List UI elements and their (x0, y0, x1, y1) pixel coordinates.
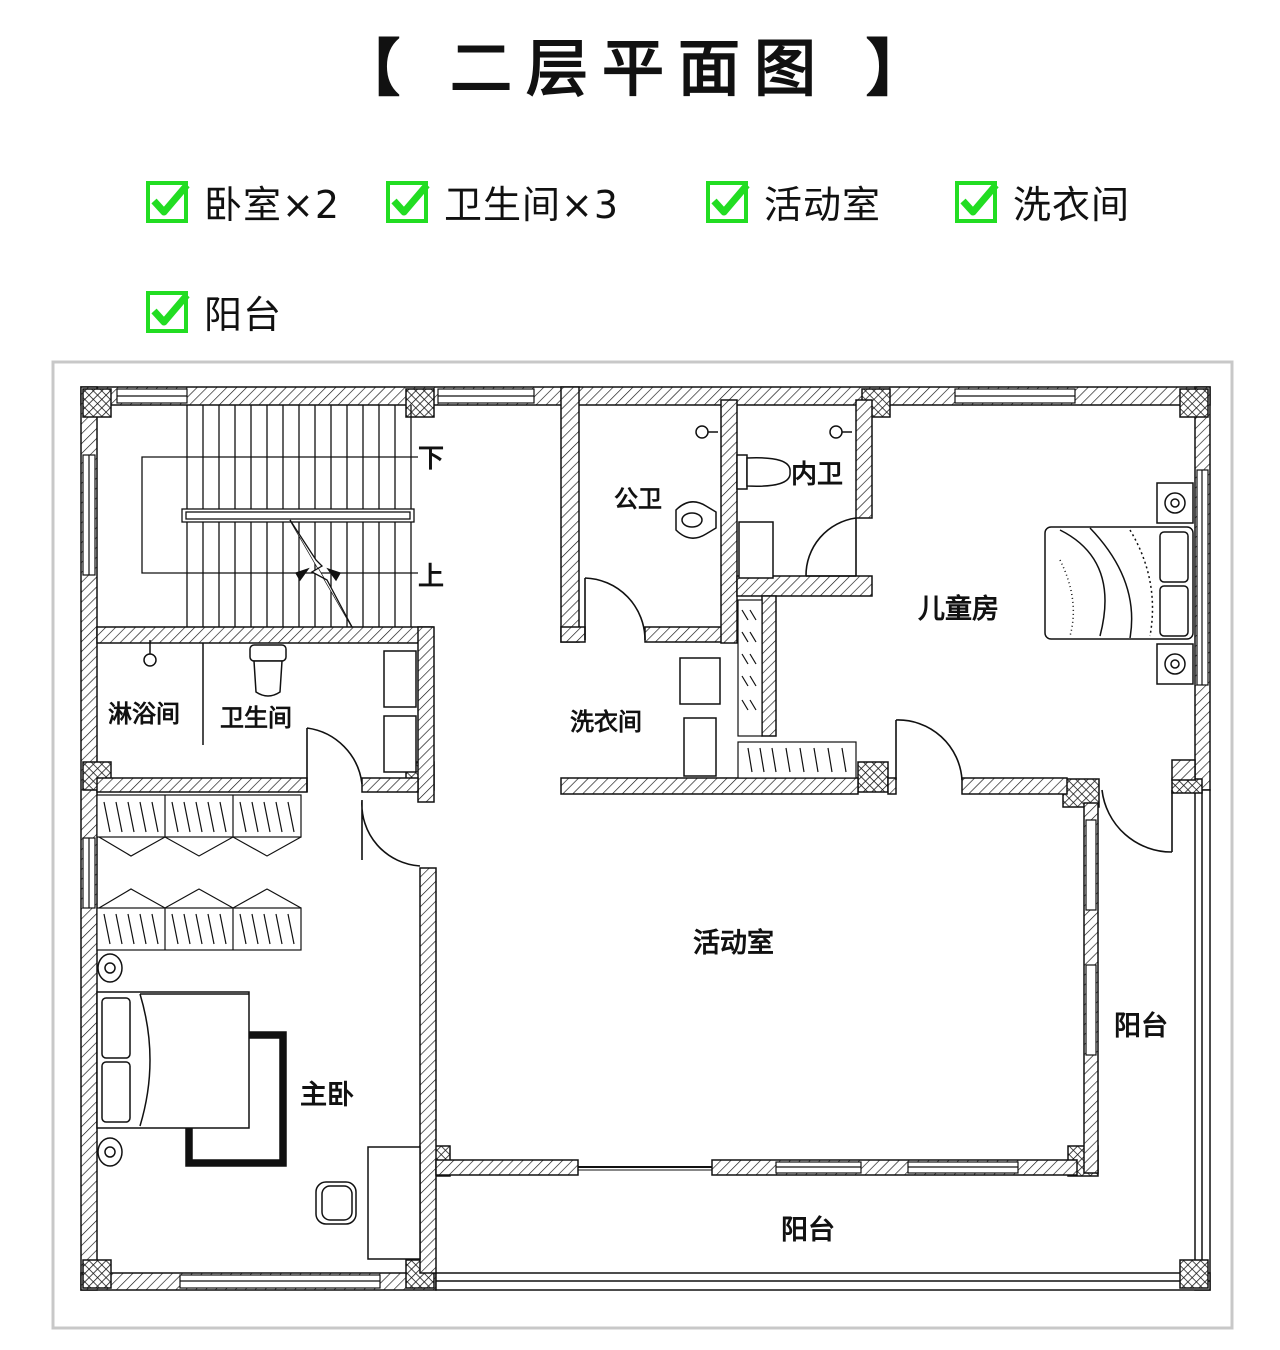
toilet (746, 457, 791, 487)
room-label-bathroom: 卫生间 (220, 704, 292, 732)
feature-label: 洗衣间 (1013, 182, 1131, 227)
checkmark-icon (146, 181, 190, 223)
windows (82, 388, 1209, 1289)
checkmark-icon (146, 291, 190, 333)
room-label-public-bath: 公卫 (614, 485, 662, 513)
sink-cabinet (738, 521, 774, 579)
room-label-balcony-east: 阳台 (1114, 1010, 1168, 1042)
feature-activity-room: 活动室 (706, 177, 881, 227)
staircase (141, 405, 418, 628)
bathroom-fixtures (143, 640, 417, 773)
room-label-shower: 淋浴间 (108, 700, 180, 728)
interior-windows (578, 819, 1097, 1174)
doors (306, 517, 1173, 867)
checkmark-icon (706, 181, 750, 223)
feature-label: 阳台 (204, 292, 283, 337)
exterior-walls (80, 386, 1211, 1291)
plan-frame (51, 360, 1234, 1330)
washing-machine (679, 657, 721, 705)
children-bed (1044, 482, 1194, 685)
feature-bedrooms: 卧室×2 (146, 177, 340, 227)
nightstand (1156, 643, 1194, 685)
cabinet (683, 717, 717, 777)
toilet-bowl (253, 660, 283, 697)
feature-balcony: 阳台 (146, 287, 282, 337)
toilet-tank (249, 644, 287, 662)
master-bed-furniture (96, 953, 421, 1260)
checkmark-icon (955, 181, 999, 223)
room-label-balcony-south: 阳台 (781, 1214, 835, 1246)
desk (367, 1146, 421, 1260)
feature-label: 活动室 (764, 182, 882, 227)
feature-bathrooms: 卫生间×3 (386, 177, 619, 227)
room-label-inner-bath: 内卫 (791, 460, 843, 490)
bed (1044, 526, 1194, 640)
checkmark-icon (386, 181, 430, 223)
cabinet (383, 650, 417, 708)
cabinet (383, 715, 417, 773)
stair-up-label: 上 (418, 562, 444, 592)
room-label-laundry: 洗衣间 (570, 708, 642, 736)
room-label-children-room: 儿童房 (918, 593, 999, 625)
page-title: 【 二层平面图 】 (338, 32, 942, 105)
feature-label: 卧室×2 (204, 182, 341, 227)
room-label-master-bedroom: 主卧 (300, 1080, 354, 1111)
wardrobes (96, 599, 857, 951)
feature-laundry: 洗衣间 (955, 177, 1130, 227)
stair-down-label: 下 (418, 444, 444, 474)
room-label-activity-room: 活动室 (693, 927, 774, 959)
feature-label: 卫生间×3 (444, 182, 620, 227)
wc-fixtures (675, 425, 852, 777)
